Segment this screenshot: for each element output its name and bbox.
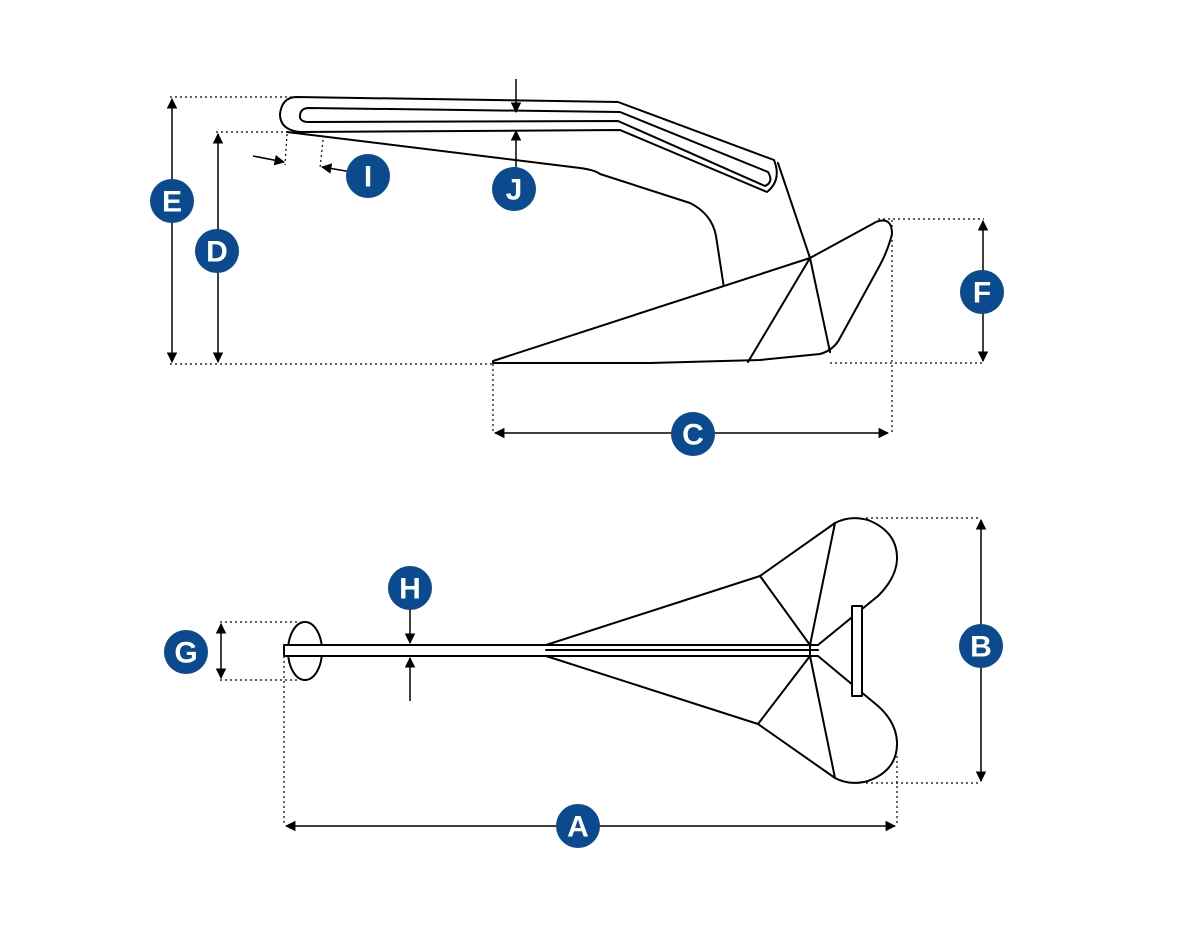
badge-j-label: J <box>506 174 523 207</box>
badge-e-circle <box>150 179 194 223</box>
badge-a: A <box>556 804 600 848</box>
badge-c: C <box>671 412 715 456</box>
anchor-fluke-facet-upper-b <box>809 522 836 646</box>
badge-g: G <box>164 630 208 674</box>
badge-d: D <box>195 229 239 273</box>
badge-e-label: E <box>162 186 182 219</box>
anchor-fluke-facet-lower-b <box>809 655 836 779</box>
badge-h: H <box>388 566 432 610</box>
badge-j-circle <box>492 167 536 211</box>
badge-i-circle <box>346 154 390 198</box>
badge-i-label: I <box>364 161 372 194</box>
badge-h-circle <box>388 566 432 610</box>
badge-b-circle <box>959 624 1003 668</box>
anchor-heel-plate <box>851 605 863 697</box>
badge-e: E <box>150 179 194 223</box>
extension-lines <box>170 96 984 826</box>
anchor-fluke-facet-lower-a <box>757 655 811 725</box>
badge-b: B <box>959 624 1003 668</box>
anchor-shank-slot <box>298 107 772 187</box>
badge-h-label: H <box>399 573 421 606</box>
badge-d-circle <box>195 229 239 273</box>
badge-f: F <box>960 270 1004 314</box>
badge-i: I <box>346 154 390 198</box>
badge-a-label: A <box>567 811 589 844</box>
anchor-fluke-facet <box>747 257 811 363</box>
badge-b-label: B <box>970 631 992 664</box>
badge-c-label: C <box>682 419 704 452</box>
label-badges: E D I J C F H G <box>150 154 1004 848</box>
badge-f-label: F <box>973 277 991 310</box>
anchor-side-view <box>279 96 893 364</box>
anchor-fluke-wing-upper <box>545 517 899 646</box>
anchor-shank-lower-edge <box>286 131 725 289</box>
badge-g-circle <box>164 630 208 674</box>
badge-g-label: G <box>174 637 197 670</box>
anchor-fluke-side <box>492 219 893 364</box>
badge-f-circle <box>960 270 1004 314</box>
badge-a-circle <box>556 804 600 848</box>
badge-j: J <box>492 167 536 211</box>
badge-d-label: D <box>206 236 228 269</box>
dimension-i-arrow-left <box>252 155 286 166</box>
badge-c-circle <box>671 412 715 456</box>
anchor-fluke-facet-upper-a <box>759 575 811 646</box>
anchor-top-view <box>283 517 899 784</box>
anchor-fluke-wing-lower <box>545 655 899 784</box>
anchor-shank-back-edge-lower <box>809 257 831 353</box>
